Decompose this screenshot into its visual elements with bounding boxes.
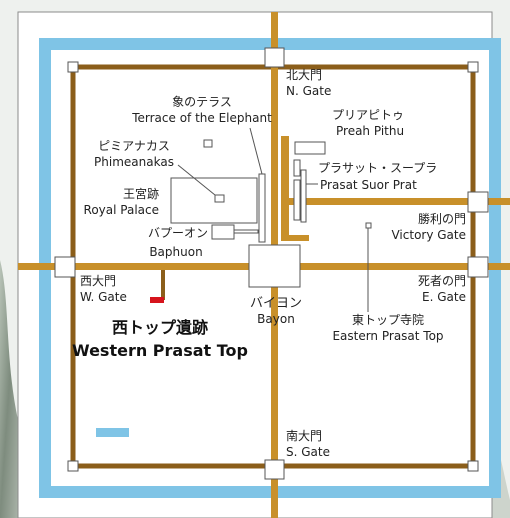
label-west-prasat-ja: 西トップ遺跡 xyxy=(112,318,208,337)
label-bayon-en: Bayon xyxy=(257,312,295,326)
suor-prat-towers-2 xyxy=(293,179,301,221)
gate-south xyxy=(264,459,285,480)
baphuon-causeway xyxy=(233,229,259,234)
label-e-gate-en: E. Gate xyxy=(422,290,466,304)
label-elephant-ja: 象のテラス xyxy=(172,95,232,109)
label-w-gate-ja: 西大門 xyxy=(80,274,116,288)
gate-north xyxy=(264,47,285,68)
royal-palace-inner xyxy=(214,194,225,203)
suor-prat-towers-3 xyxy=(300,169,307,223)
gate-west xyxy=(54,256,76,278)
label-suor-prat-en: Prasat Suor Prat xyxy=(320,178,417,192)
road-victory xyxy=(288,198,510,205)
terrace-elephant xyxy=(258,173,266,243)
label-elephant-en: Terrace of the Elephant xyxy=(131,111,272,125)
preah-pithu xyxy=(294,141,326,155)
corner-nw xyxy=(67,61,79,73)
west-prasat-top-marker xyxy=(150,297,164,303)
baphuon xyxy=(211,224,235,240)
label-w-gate-en: W. Gate xyxy=(80,290,127,304)
suor-prat-towers xyxy=(293,159,301,177)
corner-ne xyxy=(467,61,479,73)
suor-prat-enclosure xyxy=(281,136,289,240)
label-victory-gate-ja: 勝利の門 xyxy=(418,211,466,226)
label-royal-palace-en: Royal Palace xyxy=(84,203,159,217)
label-phimeanakas-en: Phimeanakas xyxy=(94,155,174,169)
label-baphuon-en: Baphuon xyxy=(149,245,202,259)
royal-palace xyxy=(170,177,258,224)
label-s-gate-en: S. Gate xyxy=(286,445,330,459)
label-phimeanakas-ja: ピミアナカス xyxy=(98,139,170,153)
moat-fragment xyxy=(96,428,129,437)
label-east-prasat-ja: 東トップ寺院 xyxy=(352,313,424,327)
label-victory-gate-en: Victory Gate xyxy=(391,228,466,242)
corner-sw xyxy=(67,460,79,472)
label-east-prasat-en: Eastern Prasat Top xyxy=(332,329,443,343)
label-bayon-ja: バイヨン xyxy=(250,296,302,311)
label-baphuon-ja: バプーオン xyxy=(148,226,208,240)
label-west-prasat-en: Western Prasat Top xyxy=(72,341,248,360)
label-e-gate-ja: 死者の門 xyxy=(418,274,466,288)
label-n-gate-ja: 北大門 xyxy=(286,68,322,82)
bayon-temple xyxy=(248,244,301,288)
label-preah-pithu-en: Preah Pithu xyxy=(336,124,404,138)
phimeanakas xyxy=(203,139,213,148)
east-prasat-top xyxy=(365,222,372,229)
gate-victory xyxy=(467,191,489,213)
corner-se xyxy=(467,460,479,472)
gate-east xyxy=(467,256,489,278)
label-s-gate-ja: 南大門 xyxy=(286,428,322,443)
label-suor-prat-ja: プラサット・スープラ xyxy=(318,161,437,175)
suor-prat-enclosure-2 xyxy=(281,235,309,241)
label-royal-palace-ja: 王宮跡 xyxy=(123,186,159,201)
label-preah-pithu-ja: プリアピトゥ xyxy=(332,108,404,122)
label-n-gate-en: N. Gate xyxy=(286,84,331,98)
road-west-prasat xyxy=(161,270,165,300)
